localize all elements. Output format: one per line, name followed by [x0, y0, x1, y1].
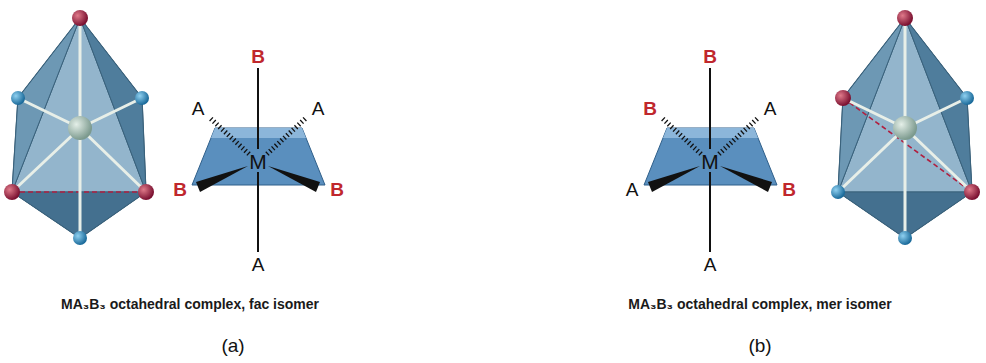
- atom-label: B: [643, 99, 657, 118]
- metal-label: M: [249, 151, 267, 172]
- atom-label: B: [251, 47, 265, 66]
- mer-structure-bonds: [644, 68, 777, 252]
- atom-label: A: [192, 99, 205, 118]
- atom-label: B: [703, 47, 717, 66]
- atom-label: B: [173, 180, 187, 199]
- panel-tag: (b): [748, 336, 771, 355]
- mer-octahedron: [831, 10, 980, 245]
- panel-tag: (a): [221, 336, 244, 355]
- fac-structure-bonds: [192, 68, 325, 252]
- atom-label: A: [704, 255, 717, 274]
- fac-octahedron: [4, 10, 154, 245]
- atom-label: A: [252, 255, 265, 274]
- caption-text: MA₃B₃ octahedral complex, fac isomer: [61, 297, 319, 311]
- atom-label: B: [782, 180, 796, 199]
- atom-label: A: [764, 99, 777, 118]
- atom-label: A: [626, 180, 639, 199]
- atom-label: B: [330, 180, 344, 199]
- caption-text: MA₃B₃ octahedral complex, mer isomer: [628, 297, 891, 311]
- atom-label: A: [312, 99, 325, 118]
- metal-label: M: [701, 151, 719, 172]
